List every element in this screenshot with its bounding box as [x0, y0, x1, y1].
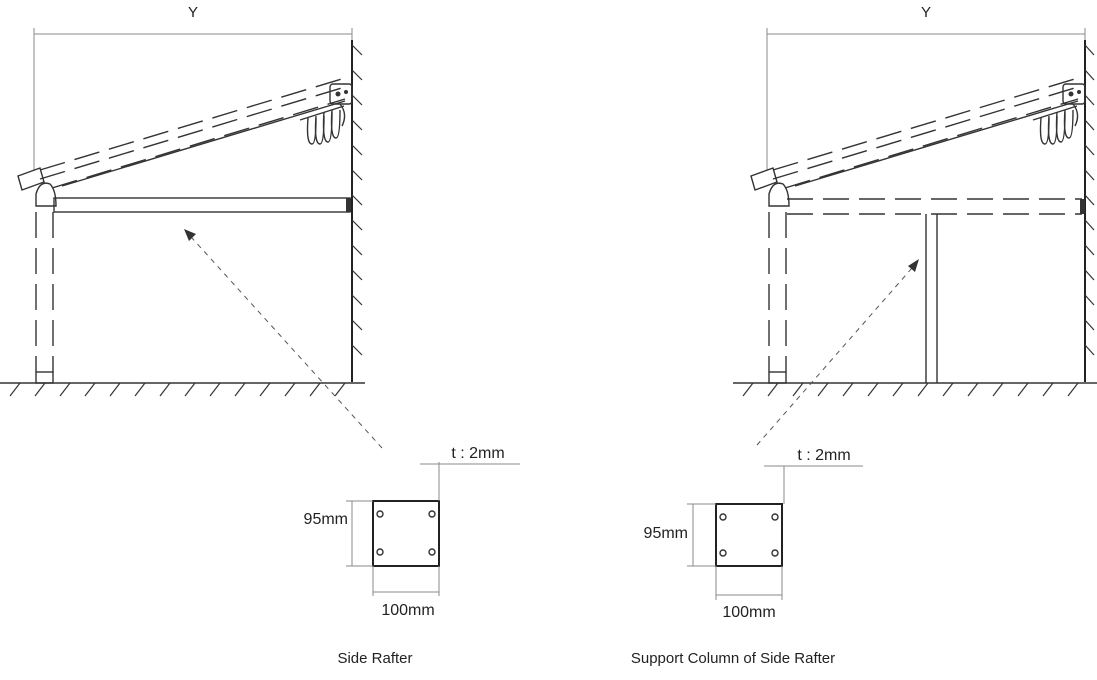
left-height-label: 95mm: [304, 511, 348, 528]
right-y-label: Y: [921, 4, 931, 21]
profile-screw-icons: [376, 510, 436, 556]
left-front-post: [35, 182, 57, 384]
left-thickness-label: t : 2mm: [451, 445, 504, 462]
left-y-label: Y: [188, 4, 198, 21]
right-drawing: Y: [631, 4, 1097, 667]
left-ground: [0, 382, 365, 397]
left-leader-arrow: [184, 229, 383, 449]
profile-square: [372, 500, 440, 567]
wall-hatching-icon: [351, 44, 363, 356]
profile-square: [715, 503, 783, 567]
right-thickness-label: t : 2mm: [797, 447, 850, 464]
right-y-dimension: Y: [766, 4, 1086, 170]
awning-bracket-icon: [299, 83, 353, 145]
right-front-post: [768, 182, 790, 384]
left-profile-section: t : 2mm 95mm 100mm: [304, 445, 520, 619]
right-leader-arrow: [756, 259, 919, 446]
ground-hatching-icon: [742, 382, 1079, 397]
right-ground: [733, 382, 1097, 397]
left-width-label: 100mm: [381, 602, 434, 619]
left-side-rafter-beam: [53, 197, 351, 213]
left-wall: [351, 40, 363, 382]
right-width-label: 100mm: [722, 604, 775, 621]
right-support-column: [925, 214, 938, 383]
right-profile-section: t : 2mm 95mm 100mm: [644, 447, 863, 621]
right-wall: [1084, 40, 1095, 382]
right-caption: Support Column of Side Rafter: [631, 650, 835, 667]
right-awning-rafter: [750, 77, 1079, 191]
ground-hatching-icon: [9, 382, 346, 397]
left-caption: Side Rafter: [337, 650, 412, 667]
left-y-dimension: Y: [33, 4, 353, 170]
right-height-label: 95mm: [644, 525, 688, 542]
right-side-rafter-beam: [787, 198, 1085, 215]
left-drawing: Y: [0, 4, 520, 667]
profile-screw-icons: [719, 513, 779, 557]
awning-bracket-icon: [1032, 83, 1086, 145]
left-awning-rafter: [17, 77, 346, 191]
wall-hatching-icon: [1084, 44, 1095, 356]
